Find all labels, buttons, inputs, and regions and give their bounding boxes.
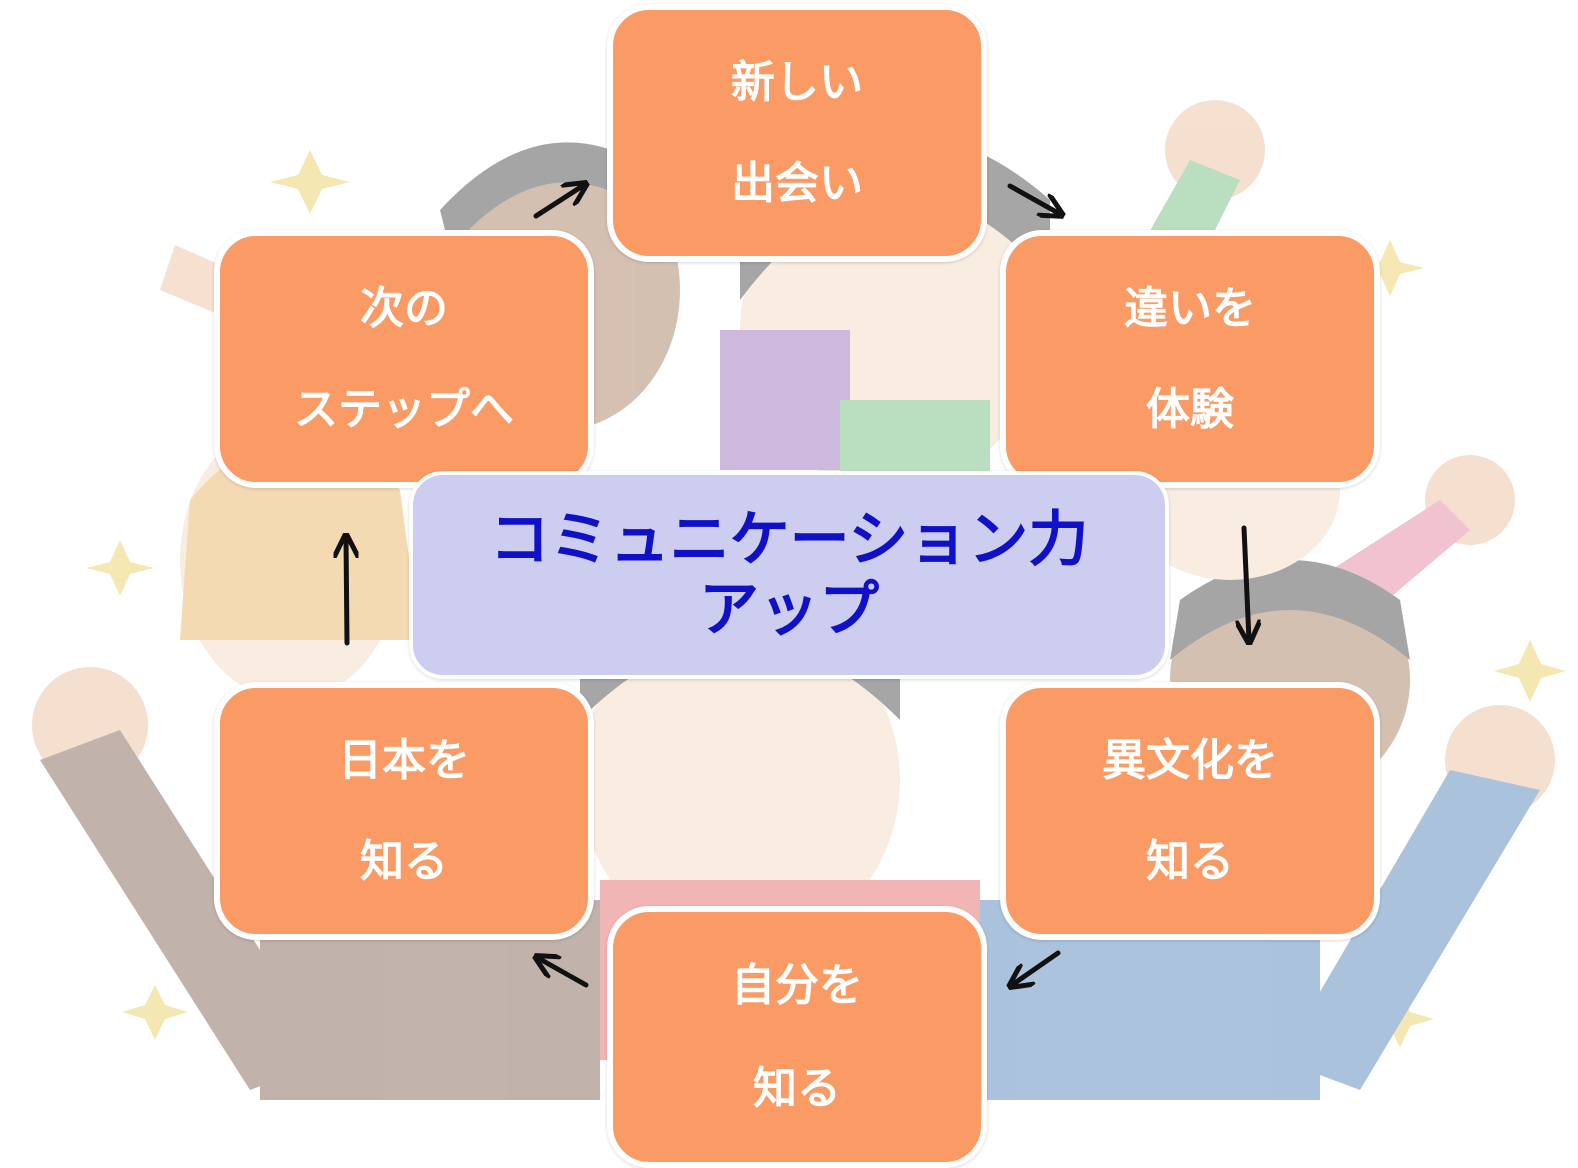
node-line-2: 体験	[1146, 383, 1234, 435]
node-line-1: 違いを	[1124, 282, 1256, 334]
node-line-2: 知る	[1146, 835, 1234, 887]
node-line-2: 知る	[360, 835, 448, 887]
cycle-node-new-encounter: 新しい 出会い	[607, 4, 987, 262]
node-line-2: 出会い	[731, 157, 863, 209]
cycle-node-experience-differences: 違いを 体験	[1000, 230, 1380, 488]
node-line-2: ステップへ	[294, 383, 514, 435]
center-goal-box: コミュニケーション力 アップ	[409, 471, 1169, 679]
sparkle-icon	[86, 150, 1566, 1048]
center-line-1: コミュニケーション力	[489, 505, 1089, 575]
node-line-1: 新しい	[731, 56, 863, 108]
node-line-1: 日本を	[338, 734, 470, 786]
node-line-1: 異文化を	[1102, 734, 1278, 786]
cycle-node-know-yourself: 自分を 知る	[607, 906, 987, 1168]
cycle-node-next-step: 次の ステップへ	[214, 230, 594, 488]
node-line-1: 次の	[360, 282, 448, 334]
node-line-1: 自分を	[731, 959, 863, 1011]
center-line-2: アップ	[699, 575, 879, 645]
cycle-node-know-japan: 日本を 知る	[214, 682, 594, 940]
node-line-2: 知る	[753, 1062, 841, 1114]
cycle-node-know-other-cultures: 異文化を 知る	[1000, 682, 1380, 940]
